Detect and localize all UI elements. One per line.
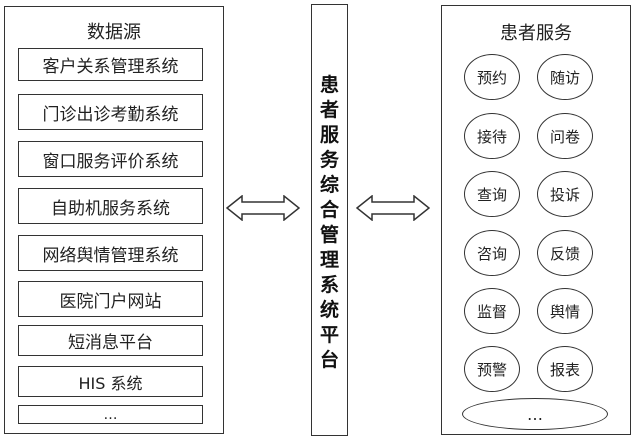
source-sms-platform: 短消息平台	[18, 325, 203, 356]
source-self-service: 自助机服务系统	[18, 188, 203, 224]
service-public-opinion: 舆情	[537, 288, 593, 334]
platform-char: 合	[319, 199, 339, 221]
service-inquiry: 查询	[464, 171, 520, 217]
platform-char: 者	[319, 99, 339, 121]
patient-services-panel: 患者服务 预约 随访 接待 问卷 查询 投诉 咨询 反馈 监督 舆情 预警 报表…	[441, 5, 631, 435]
source-his: HIS 系统	[18, 366, 203, 397]
platform-char: 理	[319, 249, 339, 271]
platform-char: 服	[319, 124, 339, 146]
service-supervision: 监督	[464, 288, 520, 334]
service-questionnaire: 问卷	[537, 113, 593, 159]
source-window-evaluation: 窗口服务评价系统	[18, 141, 203, 177]
platform-char: 管	[319, 224, 339, 246]
platform-char: 统	[319, 299, 339, 321]
service-report: 报表	[537, 346, 593, 392]
service-follow-up: 随访	[537, 54, 593, 100]
source-public-opinion: 网络舆情管理系统	[18, 235, 203, 271]
platform-char: 台	[319, 349, 339, 371]
service-appointment: 预约	[464, 54, 520, 100]
platform-char: 平	[319, 324, 339, 346]
service-early-warning: 预警	[464, 346, 520, 392]
service-consultation: 咨询	[464, 230, 520, 276]
platform-char: 务	[319, 149, 339, 171]
service-feedback: 反馈	[537, 230, 593, 276]
data-source-title: 数据源	[87, 22, 141, 43]
data-source-panel: 数据源 客户关系管理系统 门诊出诊考勤系统 窗口服务评价系统 自助机服务系统 网…	[4, 6, 224, 434]
source-clinic-attendance: 门诊出诊考勤系统	[18, 94, 203, 130]
source-crm: 客户关系管理系统	[18, 48, 203, 81]
platform-title: 患 者 服 务 综 合 管 理 系 统 平 台	[312, 73, 347, 373]
service-reception: 接待	[464, 113, 520, 159]
platform-char: 患	[319, 74, 339, 96]
platform-char: 系	[319, 274, 339, 296]
patient-services-title: 患者服务	[500, 23, 572, 44]
double-arrow-right-icon	[356, 195, 430, 221]
service-complaint: 投诉	[537, 171, 593, 217]
service-more: …	[462, 398, 608, 430]
double-arrow-left-icon	[226, 195, 300, 221]
platform-panel: 患 者 服 务 综 合 管 理 系 统 平 台	[311, 4, 348, 436]
platform-char: 综	[319, 174, 339, 196]
source-hospital-portal: 医院门户网站	[18, 281, 203, 317]
source-more: …	[18, 405, 203, 424]
